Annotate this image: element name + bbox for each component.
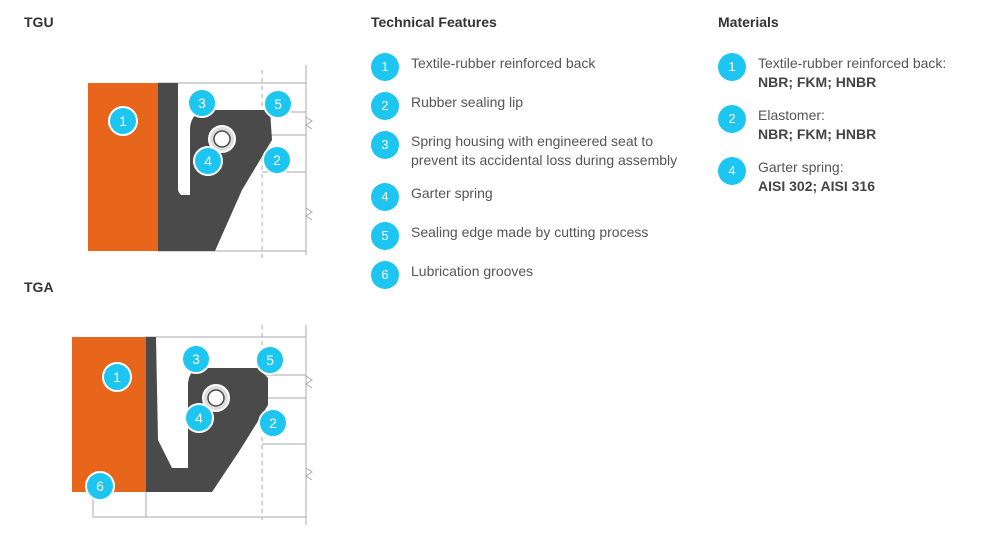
feature-number-badge: 3	[371, 131, 399, 159]
feature-text: Textile-rubber reinforced back	[411, 55, 596, 71]
tga-badge: 4	[184, 403, 214, 433]
materials-title: Materials	[718, 14, 779, 30]
tga-break-mark	[305, 375, 313, 389]
feature-item: 5 Sealing edge made by cutting process	[371, 222, 681, 250]
material-label: Elastomer:	[758, 107, 825, 123]
svg-text:3: 3	[198, 95, 206, 111]
feature-text: Spring housing with engineered seat to p…	[411, 133, 678, 168]
tgu-label: TGU	[24, 14, 54, 30]
feature-number-badge: 6	[371, 261, 399, 289]
tgu-break-mark	[305, 116, 313, 130]
tgu-garter-spring-inner	[213, 130, 231, 148]
material-item: 1 Textile-rubber reinforced back: NBR; F…	[718, 53, 988, 92]
feature-number-badge: 5	[371, 222, 399, 250]
material-item: 2 Elastomer: NBR; FKM; HNBR	[718, 105, 988, 144]
feature-item: 6 Lubrication grooves	[371, 261, 681, 289]
svg-text:5: 5	[266, 352, 274, 368]
features-list: 1 Textile-rubber reinforced back 2 Rubbe…	[371, 53, 681, 289]
feature-number-badge: 4	[371, 183, 399, 211]
svg-text:3: 3	[192, 351, 200, 367]
features-title: Technical Features	[371, 14, 497, 30]
tga-garter-spring-inner	[207, 389, 225, 407]
feature-item: 3 Spring housing with engineered seat to…	[371, 131, 681, 170]
materials-list: 1 Textile-rubber reinforced back: NBR; F…	[718, 53, 988, 196]
tga-badge: 5	[255, 345, 285, 375]
feature-text: Rubber sealing lip	[411, 94, 524, 110]
material-item: 4 Garter spring: AISI 302; AISI 316	[718, 157, 988, 196]
tgu-break-mark	[305, 207, 313, 221]
tgu-badge: 5	[263, 89, 293, 119]
feature-item: 4 Garter spring	[371, 183, 681, 211]
svg-text:1: 1	[119, 113, 127, 129]
tgu-badge: 4	[193, 146, 223, 176]
svg-text:5: 5	[274, 96, 282, 112]
material-value: NBR; FKM; HNBR	[758, 74, 877, 90]
seal-diagrams: 1 3 5 4 2 1 3 5 4 2 6	[72, 65, 313, 525]
tga-badge: 6	[85, 471, 115, 501]
feature-item: 1 Textile-rubber reinforced back	[371, 53, 681, 81]
material-number-badge: 1	[718, 53, 746, 81]
tgu-badge: 1	[108, 106, 138, 136]
material-number-badge: 4	[718, 157, 746, 185]
tga-break-mark	[305, 467, 313, 481]
material-label: Garter spring:	[758, 159, 844, 175]
tga-reinforced-back	[72, 337, 146, 492]
feature-text: Lubrication grooves	[411, 263, 534, 279]
feature-number-badge: 1	[371, 53, 399, 81]
svg-text:6: 6	[96, 478, 104, 494]
svg-text:2: 2	[273, 152, 281, 168]
feature-item: 2 Rubber sealing lip	[371, 92, 681, 120]
material-label: Textile-rubber reinforced back:	[758, 55, 947, 71]
svg-text:2: 2	[269, 415, 277, 431]
feature-text: Sealing edge made by cutting process	[411, 224, 649, 240]
material-value: NBR; FKM; HNBR	[758, 126, 877, 142]
tga-badge: 3	[181, 344, 211, 374]
tga-label: TGA	[24, 279, 54, 295]
svg-text:4: 4	[204, 153, 212, 169]
svg-text:1: 1	[113, 369, 121, 385]
tga-badge: 2	[258, 408, 288, 438]
svg-text:4: 4	[195, 410, 203, 426]
feature-number-badge: 2	[371, 92, 399, 120]
material-number-badge: 2	[718, 105, 746, 133]
tgu-badge: 2	[262, 145, 292, 175]
tgu-badge: 3	[187, 88, 217, 118]
tga-badge: 1	[102, 362, 132, 392]
feature-text: Garter spring	[411, 185, 493, 201]
material-value: AISI 302; AISI 316	[758, 178, 875, 194]
